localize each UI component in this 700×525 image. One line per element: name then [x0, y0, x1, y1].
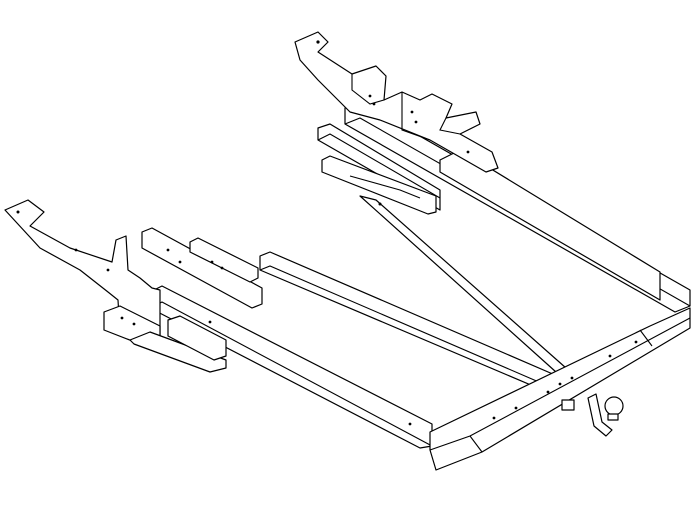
- left-spacer-plates: [141, 227, 263, 309]
- right-mounting-bracket: [294, 31, 499, 173]
- tow-ball-assembly: [561, 393, 624, 437]
- slotted-strap: [321, 155, 437, 215]
- rear-cross-bar: [429, 307, 691, 471]
- left-mounting-bracket: [4, 199, 227, 373]
